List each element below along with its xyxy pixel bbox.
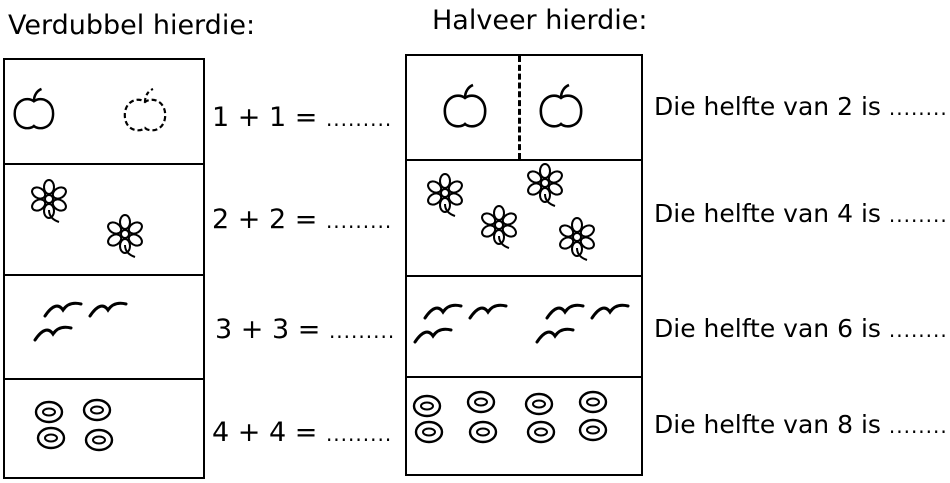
row-divider bbox=[3, 274, 205, 276]
halve-sentence-2: Die helfte van 4 is ........ bbox=[654, 201, 948, 226]
halve-sentence-3: Die helfte van 6 is ........ bbox=[654, 316, 948, 341]
answer-blank: ........ bbox=[888, 96, 948, 120]
answer-blank: ........ bbox=[888, 318, 948, 342]
apple-outline-icon bbox=[123, 87, 167, 132]
sentence-text: Die helfte van 4 is bbox=[654, 199, 881, 228]
donut-icon bbox=[412, 390, 498, 444]
sum-text: 1 + 1 = bbox=[212, 102, 318, 133]
bird-icon bbox=[33, 301, 128, 342]
bird-icon bbox=[413, 303, 508, 344]
answer-blank: ........ bbox=[888, 414, 948, 438]
sentence-text: Die helfte van 2 is bbox=[654, 92, 881, 121]
flower-icon bbox=[425, 173, 465, 217]
heading-double: Verdubbel hierdie: bbox=[8, 10, 256, 41]
row-divider bbox=[405, 159, 643, 161]
halve-divider bbox=[518, 56, 521, 159]
apple-icon bbox=[13, 87, 55, 130]
flower-icon bbox=[105, 214, 145, 258]
answer-blank: ......... bbox=[325, 209, 393, 233]
sum-text: 3 + 3 = bbox=[215, 314, 321, 345]
flower-icon bbox=[29, 179, 69, 223]
apple-icon bbox=[539, 83, 583, 128]
answer-blank: ......... bbox=[328, 319, 396, 343]
sentence-text: Die helfte van 6 is bbox=[654, 314, 881, 343]
row-divider bbox=[405, 376, 643, 378]
answer-blank: ......... bbox=[325, 422, 393, 446]
double-sum-3: 3 + 3 = ......... bbox=[215, 316, 395, 343]
flower-icon bbox=[479, 205, 519, 249]
halve-sentence-4: Die helfte van 8 is ........ bbox=[654, 412, 948, 437]
answer-blank: ......... bbox=[325, 107, 393, 131]
double-table bbox=[3, 58, 205, 479]
row-divider bbox=[3, 163, 205, 165]
double-sum-1: 1 + 1 = ......... bbox=[212, 104, 392, 131]
flower-icon bbox=[557, 217, 597, 261]
sentence-text: Die helfte van 8 is bbox=[654, 410, 881, 439]
sum-text: 4 + 4 = bbox=[212, 417, 318, 448]
flower-icon bbox=[525, 163, 565, 207]
donut-icon bbox=[34, 398, 114, 452]
donut-icon bbox=[524, 390, 608, 444]
apple-icon bbox=[443, 83, 487, 128]
double-sum-4: 4 + 4 = ......... bbox=[212, 419, 392, 446]
halve-sentence-1: Die helfte van 2 is ........ bbox=[654, 94, 948, 119]
row-divider bbox=[405, 275, 643, 277]
sum-text: 2 + 2 = bbox=[212, 204, 318, 235]
answer-blank: ........ bbox=[888, 203, 948, 227]
row-divider bbox=[3, 378, 205, 380]
halve-table bbox=[405, 54, 643, 476]
double-sum-2: 2 + 2 = ......... bbox=[212, 206, 392, 233]
heading-halve: Halveer hierdie: bbox=[432, 5, 648, 36]
bird-icon bbox=[535, 303, 630, 344]
